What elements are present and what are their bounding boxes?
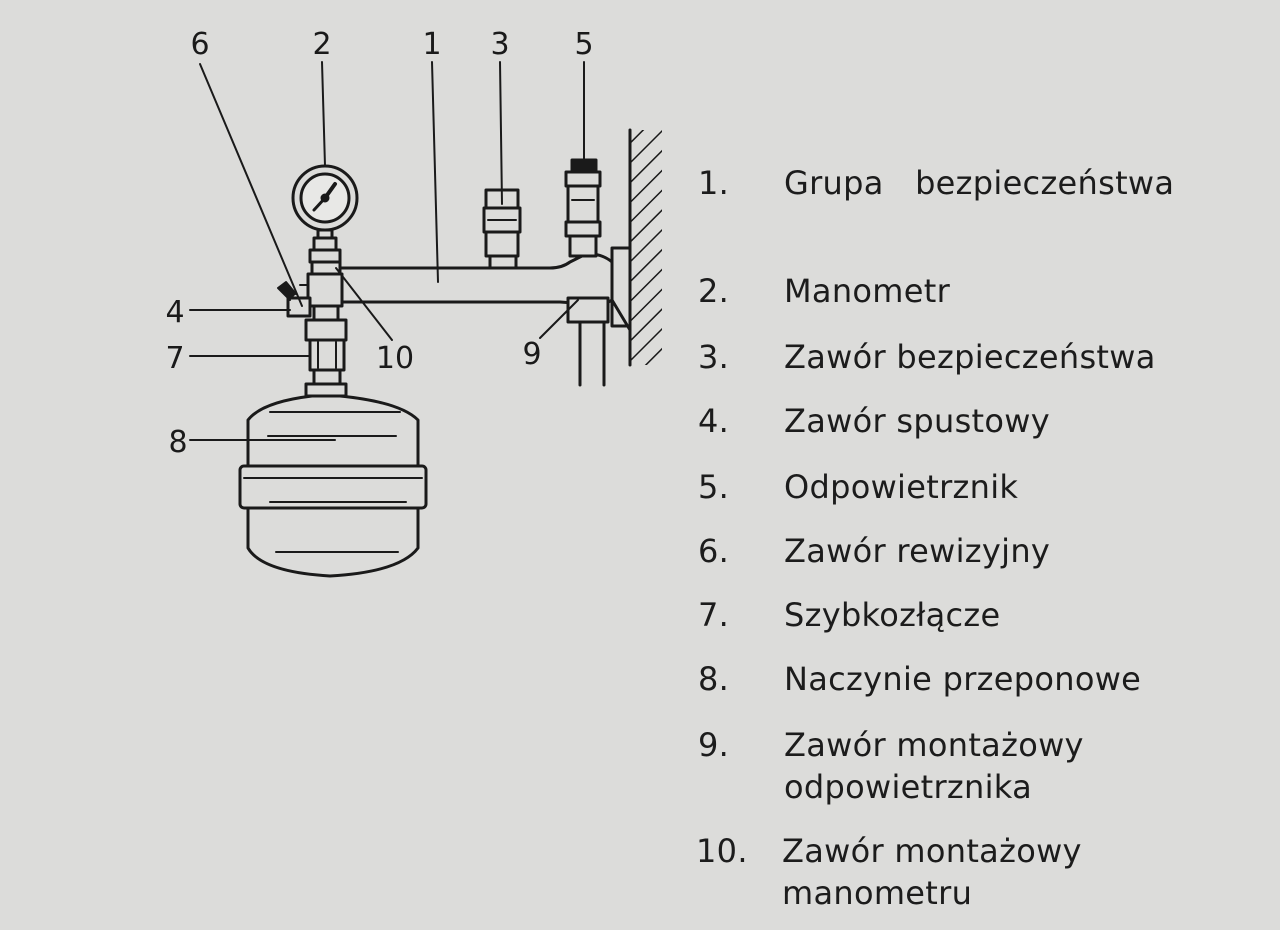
wall-bracket (610, 246, 632, 332)
legend-label: Zawór rewizyjny (784, 532, 1051, 570)
leader-9 (539, 299, 579, 339)
callout-7: 7 (165, 341, 184, 376)
legend-label-line2: odpowietrznika (784, 768, 1032, 806)
outlet-tee (566, 296, 610, 387)
legend-label: Naczynie przeponowe (784, 660, 1142, 698)
legend-number: 8. (698, 660, 730, 698)
safety-valve (482, 188, 522, 270)
legend-label: Grupa bezpieczeństwa (784, 164, 1175, 202)
leader-3 (499, 61, 503, 205)
legend-label: Manometr (784, 272, 951, 310)
leader-10 (335, 267, 393, 341)
legend-number: 6. (698, 532, 730, 570)
callout-5: 5 (574, 27, 593, 62)
legend-label-line2: manometru (782, 874, 973, 912)
callout-9: 9 (522, 337, 541, 372)
legend-number: 4. (698, 402, 730, 440)
safety-group-manifold (299, 252, 614, 307)
left-vertical-body (306, 272, 344, 308)
legend-label-line1: Zawór montażowy (782, 832, 1082, 870)
quick-coupler (304, 304, 348, 398)
legend-number: 7. (698, 596, 730, 634)
drain-valve (277, 281, 312, 318)
legend-label: Zawór montażowy odpowietrznika (784, 724, 1084, 808)
legend-number: 5. (698, 468, 730, 506)
legend-label-line1: Zawór montażowy (784, 726, 1084, 764)
safety-group-diagram: 6 2 1 3 5 4 7 8 10 9 (165, 27, 662, 578)
leader-lines (189, 61, 585, 441)
callout-8: 8 (168, 425, 187, 460)
leader-6 (199, 63, 303, 307)
legend-label: Zawór montażowy manometru (782, 830, 1082, 914)
legend-number: 2. (698, 272, 730, 310)
callout-1: 1 (422, 27, 441, 62)
pressure-gauge (291, 164, 359, 240)
legend-label: Zawór bezpieczeństwa (784, 338, 1156, 376)
wall (628, 128, 662, 367)
expansion-vessel (238, 394, 428, 578)
callout-6: 6 (190, 27, 209, 62)
legend-label: Zawór spustowy (784, 402, 1050, 440)
gauge-mounting-valve (308, 236, 342, 276)
callout-3: 3 (490, 27, 509, 62)
legend-number: 9. (698, 726, 730, 764)
legend-number: 1. (698, 164, 730, 202)
legend-number: 10. (696, 832, 748, 870)
air-vent (564, 158, 602, 258)
leader-2 (321, 61, 326, 167)
legend-label: Odpowietrznik (784, 468, 1019, 506)
callout-numbers: 6 2 1 3 5 4 7 8 10 9 (165, 27, 593, 460)
callout-2: 2 (312, 27, 331, 62)
legend-label: Szybkozłącze (784, 596, 1001, 634)
callout-10: 10 (376, 341, 414, 376)
legend-number: 3. (698, 338, 730, 376)
callout-4: 4 (165, 295, 184, 330)
leader-1 (431, 61, 439, 283)
